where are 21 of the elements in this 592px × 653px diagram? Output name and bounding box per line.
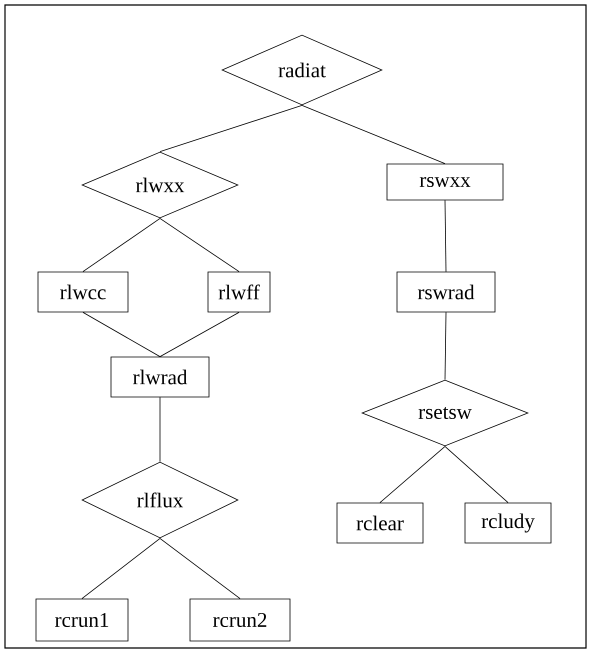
connector-line <box>82 312 160 357</box>
connector-line <box>82 538 160 599</box>
connector-line <box>160 312 240 357</box>
connector-line <box>444 446 508 503</box>
process-box: rlwff <box>208 272 270 312</box>
process-box: rclear <box>336 502 424 544</box>
connector-line <box>444 312 446 380</box>
process-box: rlwcc <box>38 272 128 312</box>
connector-line <box>160 105 302 152</box>
process-box: rcrun2 <box>190 598 290 642</box>
process-box: rswrad <box>396 272 496 312</box>
connector-line <box>82 218 160 272</box>
process-box: rlwrad <box>110 356 210 398</box>
connector-line <box>444 200 446 272</box>
connector-line <box>160 538 240 599</box>
process-box: rswxx <box>386 164 504 200</box>
connector-line <box>380 446 446 503</box>
process-box: rcrun1 <box>36 598 128 642</box>
connector-line <box>160 218 240 272</box>
connector-line <box>302 105 446 164</box>
process-box: rcludy <box>464 502 552 544</box>
